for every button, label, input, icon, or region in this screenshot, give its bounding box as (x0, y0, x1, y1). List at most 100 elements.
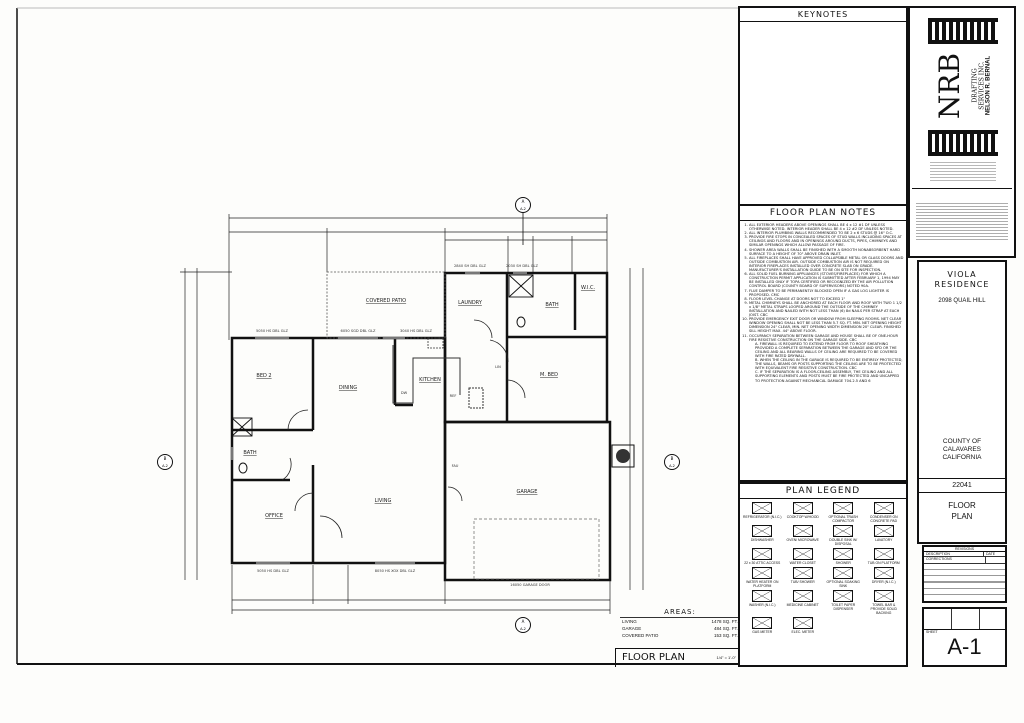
svg-text:A: A (522, 199, 525, 204)
firm-principal: NELSON R. BERNAL (985, 55, 992, 116)
room-dining: DINING (339, 385, 357, 391)
floor-plan-notes-panel: FLOOR PLAN NOTES ALL EXTERIOR HEADERS AB… (738, 204, 908, 482)
column-icon (928, 130, 998, 156)
revision-blank-rows (924, 564, 1005, 598)
legend-symbol-icon (833, 502, 854, 514)
firm-logo: NRB DRAFTING SERVICES INC. NELSON R. BER… (924, 16, 1002, 156)
window-label: 2840 SH DBL GLZ (454, 264, 487, 268)
state: CALIFORNIA (942, 454, 982, 461)
legend-symbol-icon (873, 502, 894, 514)
legend-symbol-icon (833, 590, 854, 602)
section-marker-left: B A-2 (157, 454, 173, 470)
legend-label: GAS METER (752, 630, 773, 634)
keynotes-title: KEYNOTES (740, 8, 906, 22)
legend-item: OPTIONAL SOAKING SINK (824, 567, 863, 588)
refrigerator-label: REF (450, 394, 457, 398)
note-item: METAL CHIMNEYS SHALL BE ANCHORED AT EACH… (749, 301, 904, 317)
island-cabinet (427, 337, 444, 349)
drawing-title-line2: PLAN (951, 512, 973, 521)
condenser-fan-icon (616, 449, 630, 463)
keynotes-panel: KEYNOTES (738, 6, 908, 206)
note-item: ALL EXTERIOR HEADERS ABOVE OPENINGS SHAL… (749, 223, 904, 231)
revisions-title: REVISIONS (924, 547, 1005, 552)
note-item: FLUE DAMPER TO BE PERMANENTLY BLOCKED OP… (749, 289, 904, 297)
legend-item: WATER HEATER ON PLATFORM (743, 567, 782, 588)
room-garage: GARAGE (517, 489, 538, 495)
revisions-header: DESCRIPTION DATE (924, 552, 1005, 557)
svg-text:B: B (671, 456, 674, 461)
legend-label: TUB/ SHOWER (790, 580, 815, 584)
section-marker-top: A A-2 (515, 197, 531, 245)
legend-symbol-icon (792, 590, 813, 602)
note-item: OCCUPANCY SEPARATION BETWEEN GARAGE AND … (749, 334, 904, 342)
svg-text:A: A (522, 619, 525, 624)
legend-symbol-icon (792, 502, 813, 514)
project-block: VIOLA RESIDENCE 2098 QUAIL HILL COUNTY O… (917, 260, 1007, 544)
room-bed-2: BED 2 (256, 373, 271, 379)
legend-label: LAVATORY (875, 538, 893, 542)
room-living: LIVING (375, 498, 392, 504)
drawing-title: FLOOR PLAN (622, 652, 685, 663)
note-item: PROVIDE EMERGENCY EXIT DOOR OR WINDOW FR… (749, 317, 904, 333)
area-value: 153 SQ. FT. (713, 633, 738, 638)
drawing-title-box: FLOOR PLAN 1/4" = 1'-0" (615, 648, 739, 667)
firm-line2: SERVICES INC. (978, 61, 986, 110)
sheet-label: SHEET (926, 630, 938, 634)
project-address: 2098 QUAIL HILL (938, 298, 986, 304)
legend-label: WATER HEATER ON PLATFORM (746, 580, 779, 588)
legend-item: WASHER (N.I.C.) (743, 590, 782, 615)
attic-access-icon (468, 387, 484, 409)
section-marker-bottom: A A-2 (515, 617, 531, 633)
svg-text:A-2: A-2 (162, 464, 168, 468)
note-item: B. WHEN THE CEILING IN THE GARAGE IS REQ… (755, 358, 903, 371)
legend-item: 22 x 30 ATTIC ACCESS (743, 548, 782, 565)
legend-label: SHOWER (835, 561, 851, 565)
room-kitchen: KITCHEN (419, 377, 441, 383)
legend-symbol-icon (792, 548, 813, 560)
areas-title: AREAS: (620, 608, 740, 618)
legend-item: DOUBLE SINK W/ DISPOSAL (824, 525, 863, 546)
project-county: COUNTY OF CALAVARES CALIFORNIA (919, 438, 1005, 462)
legend-label: OPTIONAL TRASH COMPACTOR (828, 515, 858, 523)
area-label: LIVING (622, 619, 637, 624)
legend-item: DISHWASHER (743, 525, 782, 546)
legend-symbol-icon (833, 525, 854, 537)
room-covered-patio: COVERED PATIO (366, 298, 406, 304)
window-label: 2030 SH DBL GLZ (506, 264, 539, 268)
room-laundry: LAUNDRY (458, 300, 483, 306)
drawing-scale: 1/4" = 1'-0" (716, 655, 736, 660)
garage-door-label: 16050 GARAGE DOOR (510, 583, 550, 587)
revision-row: CORRECTIONS (924, 557, 1005, 564)
legend-symbol-icon (752, 525, 773, 537)
window-label: 3040 HS DBL GLZ (400, 329, 433, 333)
legend-label: DOUBLE SINK W/ DISPOSAL (829, 538, 858, 546)
notes-list: ALL EXTERIOR HEADERS ABOVE OPENINGS SHAL… (740, 223, 906, 383)
legend-label: TUB ON PLATFORM (867, 561, 900, 565)
legend-symbol-icon (752, 548, 773, 560)
legend-item: COOKTOP W/HOOD (784, 502, 823, 523)
door-label: 6050 SGD DBL GLZ (341, 329, 376, 333)
condenser-icon (611, 444, 635, 468)
legend-symbol-icon (833, 567, 854, 579)
sheet-info-cells (924, 609, 1005, 630)
window-label: 8050 HS XOX DBL GLZ (375, 569, 416, 573)
legend-item: WATER CLOSET (784, 548, 823, 565)
project-name-line1: VIOLA (947, 270, 977, 279)
room-wic: W.I.C. (581, 285, 596, 291)
legend-label: DISHWASHER (750, 538, 774, 542)
note-item: C. IF THE SEPARATION IS A FLOOR-CEILING … (755, 370, 900, 383)
room-bath-1: BATH (545, 302, 559, 308)
dishwasher-label: DW (401, 391, 408, 395)
revisions-col-date: DATE (986, 552, 996, 556)
project-name: VIOLA RESIDENCE (919, 270, 1005, 290)
plan-legend-panel: PLAN LEGEND REFRIGERATOR (N.I.C.)COOKTOP… (738, 482, 908, 667)
note-item: ALL SOLID FUEL BURNING APPLIANCES (STOVE… (749, 272, 904, 288)
legend-label: TOWEL BAR & PROVIDE SOLID BACKING (870, 603, 897, 615)
svg-text:B: B (164, 456, 167, 461)
legend-symbol-icon (792, 567, 813, 579)
firm-name-block: DRAFTING SERVICES INC. NELSON R. BERNAL (972, 51, 993, 121)
